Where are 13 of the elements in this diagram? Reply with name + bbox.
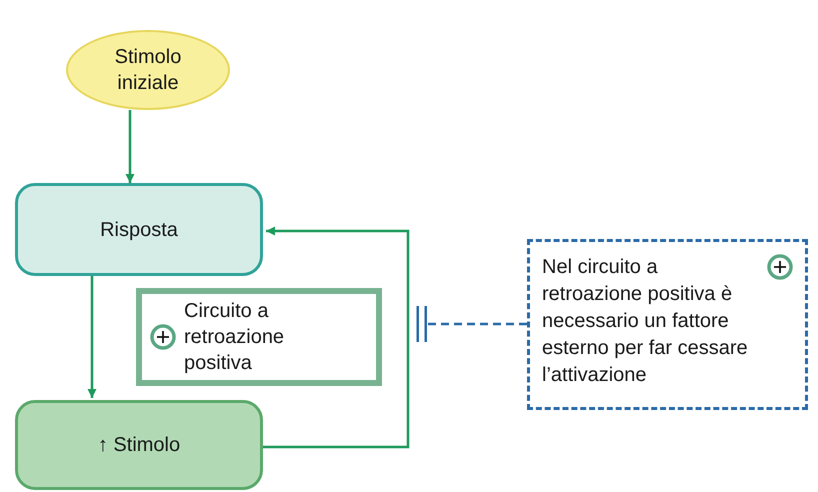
legend-box — [136, 288, 382, 386]
node-label: ↑ Stimolo — [98, 433, 180, 458]
node-label: Risposta — [100, 218, 178, 242]
arrow — [126, 110, 134, 183]
node-label: Circuito a retroazione positiva — [184, 299, 286, 376]
arrow — [88, 276, 96, 398]
process-box — [15, 183, 263, 276]
arrow — [263, 226, 410, 448]
process-box — [15, 400, 263, 490]
note-box — [527, 239, 808, 410]
node-label: Nel circuito a retroazione positiva è necessario un fattore esterno per far cessare l’attivazione — [542, 256, 748, 386]
dashed-connector — [416, 306, 527, 342]
node-label: Stimolo iniziale — [114, 45, 182, 96]
